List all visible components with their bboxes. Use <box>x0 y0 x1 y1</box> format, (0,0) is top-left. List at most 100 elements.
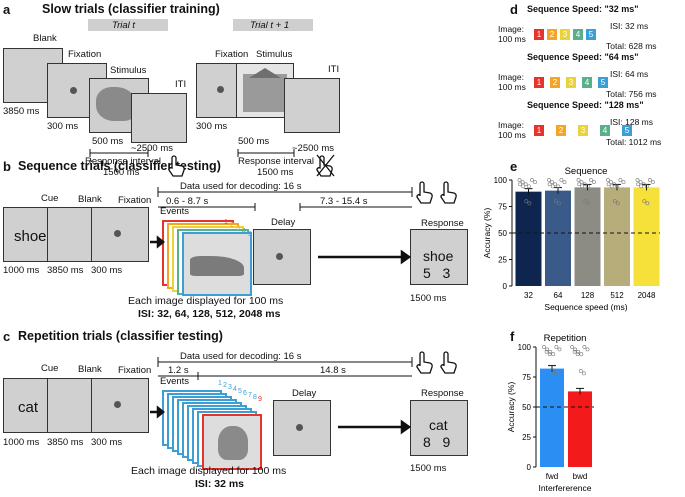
a-stimulus2-label: Stimulus <box>256 49 293 60</box>
subject-point <box>559 178 564 182</box>
c-range1: 1.2 s <box>168 365 189 376</box>
subject-point <box>615 184 620 189</box>
d-image-ms: 100 ms <box>498 82 526 92</box>
y-axis-label: Accuracy (%) <box>506 382 516 433</box>
y-tick-label: 100 <box>494 176 508 185</box>
panel-label-d: d <box>510 2 518 17</box>
a-iti-label: ITI <box>175 79 187 90</box>
b-decoding: Data used for decoding: 16 s <box>180 181 302 192</box>
rep-num-5: 5 <box>238 388 242 395</box>
d-event-box-1: 1 <box>534 29 544 40</box>
x-tick-label: 32 <box>524 291 533 300</box>
x-tick-label: 128 <box>581 291 595 300</box>
subject-point <box>547 182 552 187</box>
d-image-ms: 100 ms <box>498 34 526 44</box>
subject-point <box>553 199 558 204</box>
c-blank-label: Blank <box>78 364 102 375</box>
d-speed-title: Sequence Speed: "32 ms" <box>527 4 639 14</box>
chart-title: Sequence <box>565 166 608 177</box>
subject-point <box>612 182 617 187</box>
y-tick-label: 0 <box>527 463 532 472</box>
b-cue-word: shoe <box>14 228 47 245</box>
d-image-label: Image: <box>498 24 524 34</box>
c-events-label: Events <box>160 376 190 387</box>
a-fixation-label: Fixation <box>68 49 102 60</box>
rep-num-7: 7 <box>248 392 252 399</box>
subject-point <box>586 201 591 206</box>
d-image-label: Image: <box>498 72 524 82</box>
subject-point <box>635 178 640 182</box>
subject-point <box>651 180 655 185</box>
b-resp-word: shoe <box>423 248 454 264</box>
subject-point <box>583 199 588 204</box>
subject-point <box>524 199 529 204</box>
subject-point <box>518 182 523 187</box>
subject-point <box>576 178 581 182</box>
subject-point <box>545 347 550 352</box>
subject-point <box>521 184 526 189</box>
d-total: Total: 1012 ms <box>606 137 662 147</box>
d-event-box-2: 2 <box>547 29 557 40</box>
d-speed-title: Sequence Speed: "128 ms" <box>527 100 644 110</box>
c-response-label: Response <box>421 388 464 399</box>
d-total: Total: 756 ms <box>606 89 657 99</box>
subject-point <box>612 199 617 204</box>
d-isi: ISI: 128 ms <box>610 117 653 127</box>
c-fixation-label: Fixation <box>118 365 152 376</box>
house-roof <box>249 68 281 78</box>
subject-point <box>582 371 586 376</box>
subject-point <box>562 180 567 185</box>
cat-photo <box>96 87 136 121</box>
subject-point <box>606 178 610 182</box>
d-event-box-1: 1 <box>534 77 544 88</box>
subject-point <box>639 184 644 189</box>
b-response-screen: shoe 5 3 <box>410 229 468 285</box>
c-resp-word: cat <box>429 417 448 433</box>
a-t-iti2: ~2500 ms <box>292 143 334 154</box>
subject-point <box>554 345 559 349</box>
subject-point <box>648 178 652 182</box>
rep-num-6: 6 <box>243 390 247 397</box>
b-fixation-screen <box>91 207 149 262</box>
c-isi: ISI: 32 ms <box>195 478 245 490</box>
subject-point <box>609 184 614 189</box>
subject-point <box>526 184 531 189</box>
b-arrow-2-head <box>400 249 412 265</box>
rep-num-4: 4 <box>233 386 237 393</box>
fixation-dot <box>217 86 224 93</box>
subject-point <box>642 199 647 204</box>
fixation-dot <box>114 401 121 408</box>
a-t-fix: 300 ms <box>47 121 79 132</box>
seq-num-2: 2 <box>230 222 234 229</box>
seq-num-3: 3 <box>236 225 240 232</box>
subject-point <box>621 180 626 185</box>
b-blank-label: Blank <box>78 194 102 205</box>
bar-32 <box>515 191 542 286</box>
y-tick-label: 50 <box>522 403 531 412</box>
subject-point <box>582 345 587 349</box>
seq-num-4: 4 <box>242 228 246 235</box>
b-response-label: Response <box>421 218 464 229</box>
subject-point <box>576 349 581 354</box>
c-t-fix: 300 ms <box>91 437 123 448</box>
subject-point <box>645 201 650 206</box>
a-iti2-label: ITI <box>328 64 340 75</box>
a-t-stim: 500 ms <box>92 136 124 147</box>
d-event-box-3: 3 <box>566 77 576 88</box>
bar-2048 <box>633 187 660 286</box>
subject-point <box>589 178 593 182</box>
a-t-iti: ~2500 ms <box>131 143 173 154</box>
trial-t1-label: Trial t + 1 <box>250 20 290 31</box>
a-t-blank: 3850 ms <box>3 106 40 117</box>
b-t-blank: 3850 ms <box>47 265 84 276</box>
rep-num-3: 3 <box>228 384 232 391</box>
subject-point <box>548 349 553 354</box>
a-iti2-screen <box>284 78 340 133</box>
subject-point <box>551 352 556 357</box>
panel-label-b: b <box>3 159 11 174</box>
subject-point <box>573 347 578 352</box>
a-resp1: Response interval <box>85 156 162 167</box>
subject-point <box>585 347 590 352</box>
x-axis-label: Interfererence <box>539 483 592 493</box>
rep-num-2: 2 <box>223 382 227 389</box>
